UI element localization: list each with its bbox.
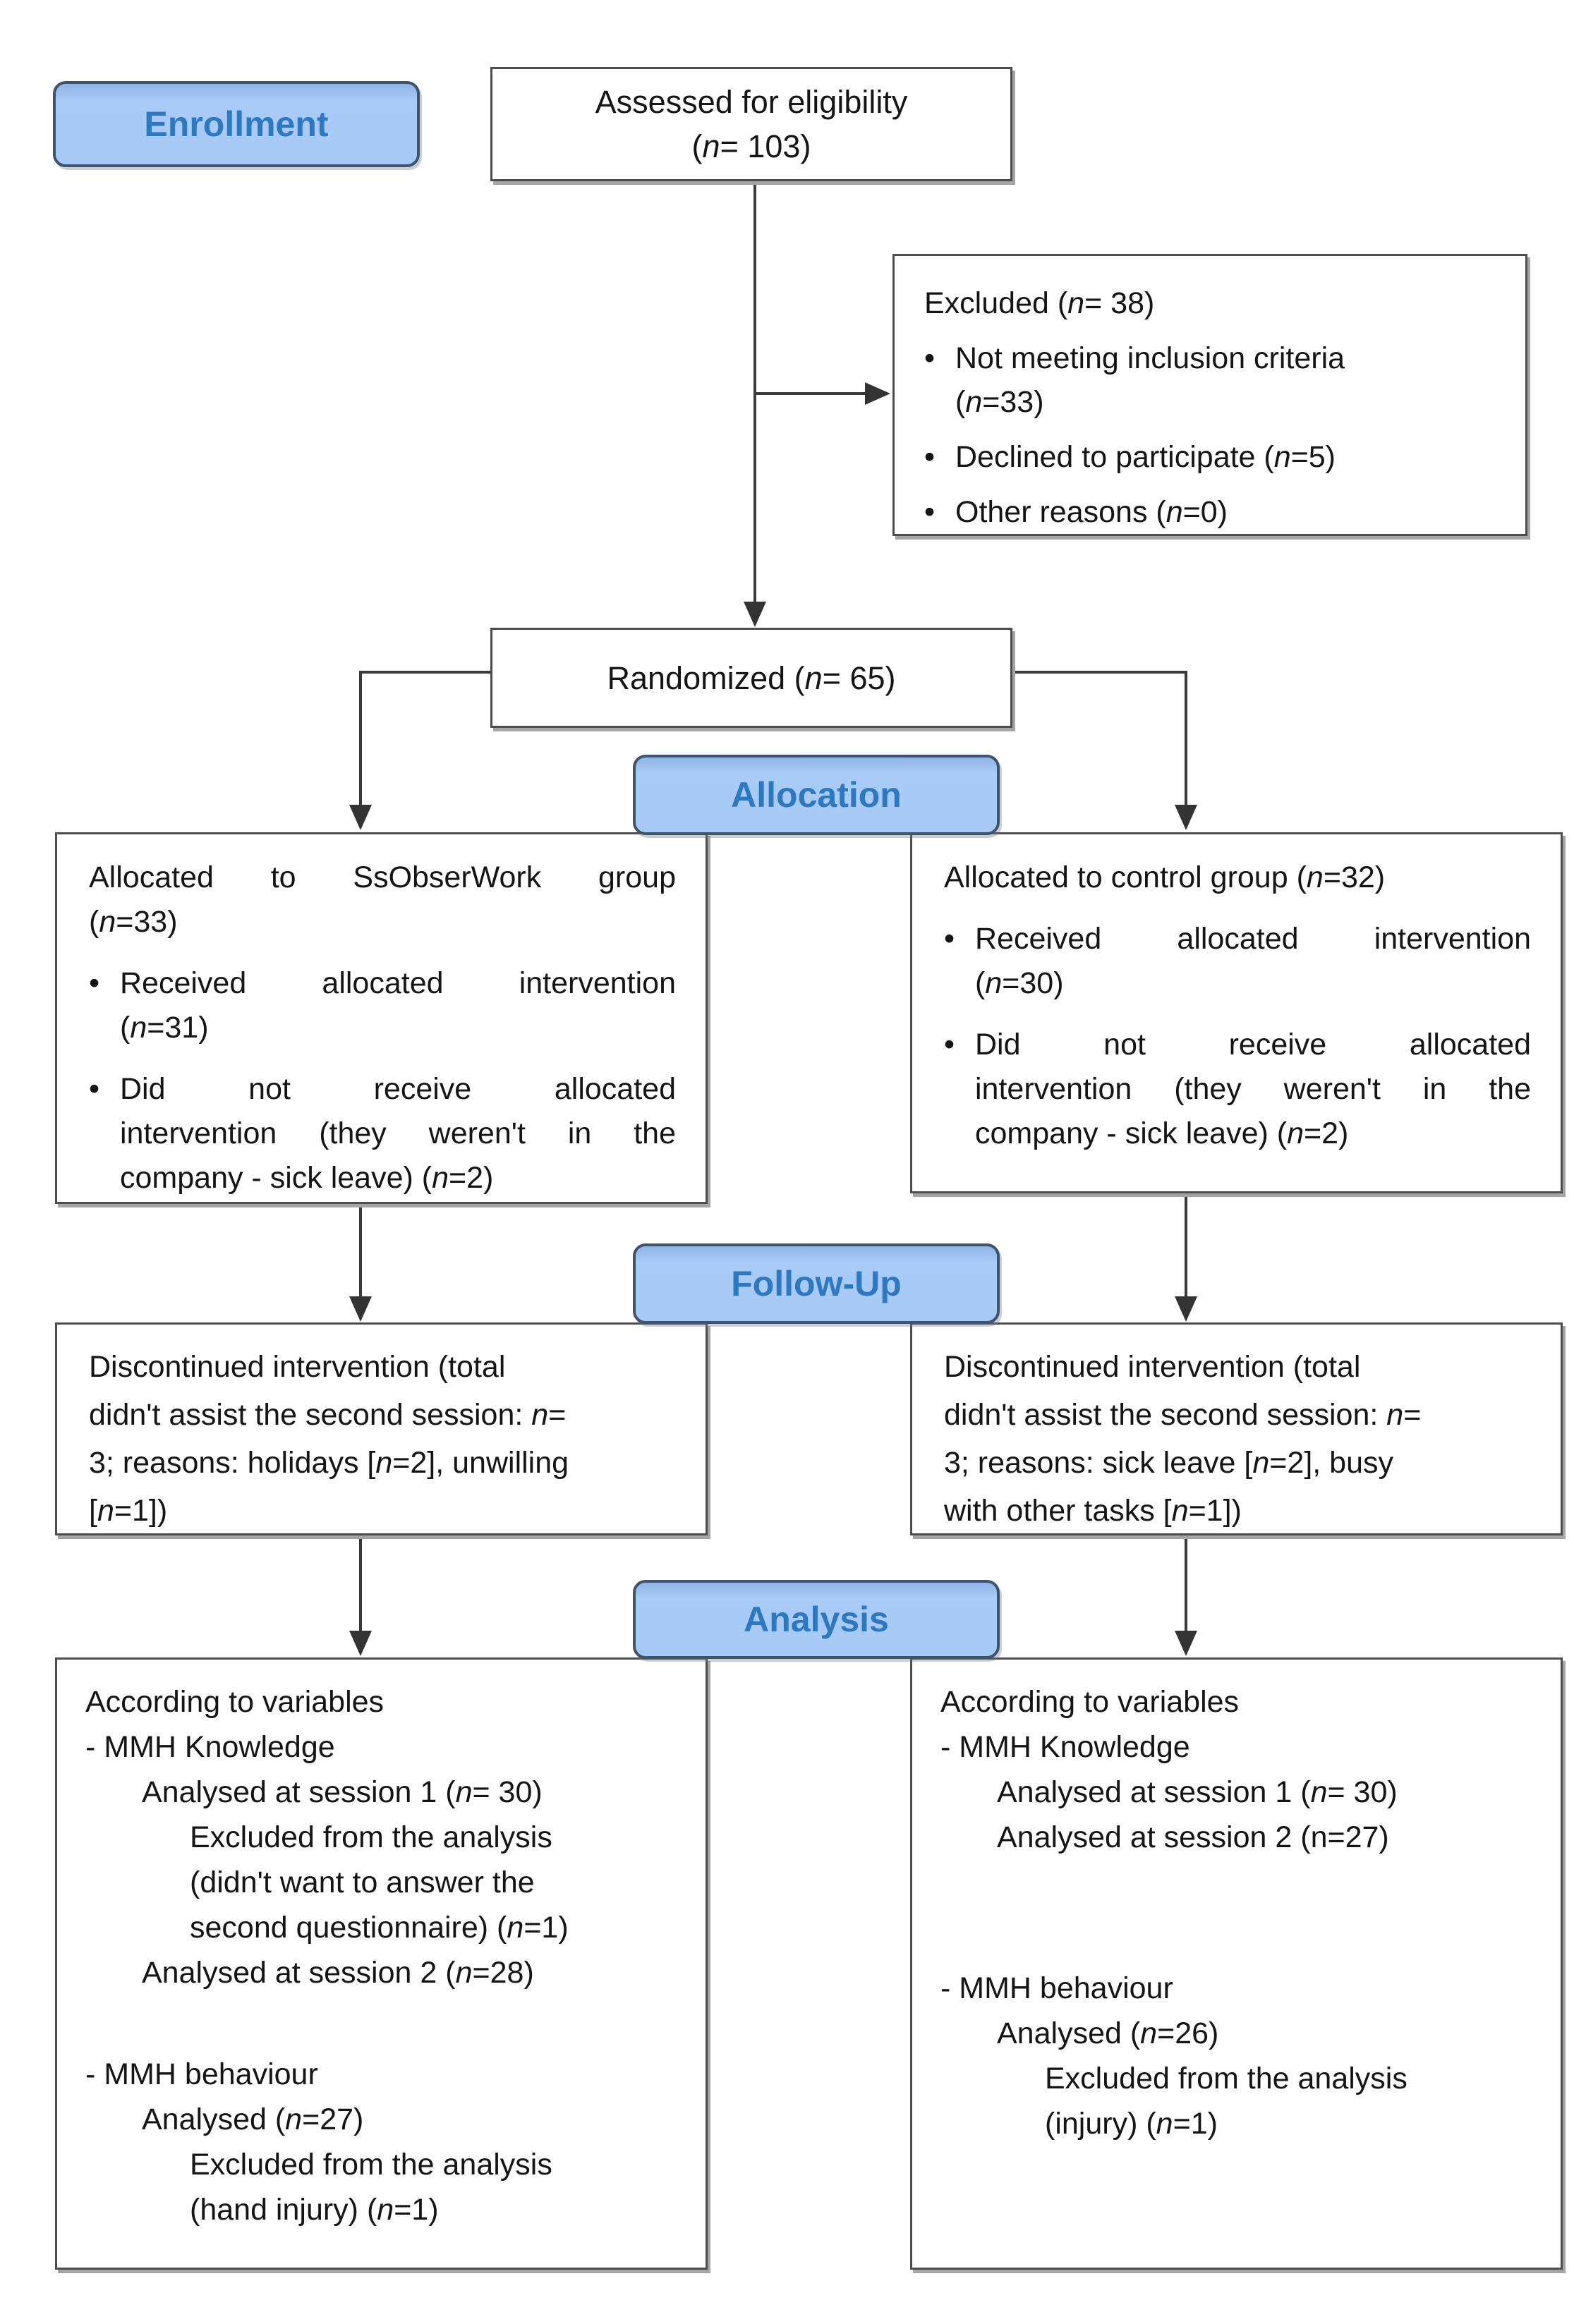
stage-badge-label: Analysis [744, 1600, 889, 1639]
connector-alloc-followup-right [1185, 1193, 1187, 1297]
text-line: - MMH behaviour [85, 2057, 318, 2091]
text-line: Did not receive allocated [120, 1072, 676, 1106]
text-line: 3; reasons: holidays [n=2], unwilling [89, 1446, 569, 1480]
arrowhead-into-alloc-left [349, 805, 372, 830]
followup-ssobserwork-box: Discontinued intervention (total didn't … [55, 1322, 708, 1535]
bullet-icon: • [924, 495, 936, 529]
arrowhead-into-alloc-right [1175, 805, 1197, 830]
stage-badge-label: Enrollment [144, 104, 329, 144]
text-line: second questionnaire) (n=1) [190, 1911, 569, 1945]
text-line: didn't assist the second session: n= [944, 1398, 1422, 1432]
spacer [85, 1995, 680, 2052]
followup-control-box: Discontinued intervention (total didn't … [910, 1322, 1563, 1535]
text-line: Analysed at session 2 (n=27) [997, 1820, 1389, 1854]
text-line: Analysed (n=27) [142, 2103, 364, 2136]
stage-badge-followup: Follow-Up [633, 1243, 1000, 1324]
text-line: Analysed (n=26) [997, 2016, 1219, 2050]
connector-randomized-left-drop [359, 671, 362, 806]
text-line: Excluded from the analysis [190, 2148, 552, 2182]
connector-randomized-right-drop [1185, 671, 1187, 806]
text-line: - MMH Knowledge [85, 1730, 335, 1764]
text-line: (didn't want to answer the [190, 1866, 535, 1899]
assessed-box: Assessed for eligibility (n= 103) [490, 67, 1012, 181]
text-line: Allocated to SsObserWork group [89, 860, 676, 894]
text-line: intervention (they weren't in the [975, 1072, 1531, 1106]
text-line: Excluded (n= 38) [924, 286, 1155, 320]
bullet-icon: • [89, 1072, 100, 1106]
analysis-ssobserwork-box: According to variables - MMH Knowledge A… [55, 1657, 708, 2270]
allocation-ssobserwork-box: Allocated to SsObserWork group (n=33) • … [55, 832, 708, 1204]
text-line: Discontinued intervention (total [944, 1350, 1361, 1384]
bullet-icon: • [89, 966, 100, 1000]
arrowhead-into-analysis-left [349, 1631, 372, 1656]
connector-followup-analysis-left [359, 1535, 362, 1631]
spacer [940, 1860, 1535, 1966]
text-line: - MMH behaviour [940, 1971, 1173, 2005]
bullet-icon: • [944, 922, 955, 956]
text-line: (hand injury) (n=1) [190, 2193, 439, 2227]
text-line: Randomized (n= 65) [607, 659, 896, 696]
text-line: (injury) (n=1) [1045, 2107, 1218, 2141]
arrowhead-into-excluded [865, 382, 890, 405]
stage-badge-label: Follow-Up [731, 1264, 902, 1303]
excluded-bullet-other: • Other reasons (n=0) [924, 490, 1497, 534]
stage-badge-label: Allocation [731, 775, 902, 815]
text-line: Assessed for eligibility [595, 84, 908, 120]
text-line: Did not receive allocated [975, 1028, 1531, 1061]
text-line: According to variables [85, 1685, 385, 1719]
text-line: company - sick leave) (n=2) [120, 1161, 494, 1195]
excluded-bullet-declined: • Declined to participate (n=5) [924, 435, 1497, 479]
arrowhead-into-randomized [744, 602, 766, 627]
text-line: (n=31) [120, 1011, 209, 1045]
analysis-control-box: According to variables - MMH Knowledge A… [910, 1657, 1563, 2270]
alloc-bullet-not-received: • Did not receive allocated intervention… [89, 1067, 676, 1200]
text-line: Analysed at session 2 (n=28) [142, 1956, 534, 1990]
bullet-icon: • [924, 440, 936, 474]
text-line: Other reasons (n=0) [955, 495, 1228, 529]
text-line: with other tasks [n=1]) [944, 1494, 1242, 1528]
text-line: Analysed at session 1 (n= 30) [142, 1775, 543, 1809]
text-line: - MMH Knowledge [940, 1730, 1190, 1764]
text-line: (n=33) [89, 905, 178, 939]
bullet-icon: • [924, 341, 936, 375]
text-line: Discontinued intervention (total [89, 1350, 506, 1384]
stage-badge-analysis: Analysis [633, 1580, 1000, 1659]
connector-randomized-left-stub [359, 671, 490, 674]
text-line: Received allocated intervention [120, 966, 676, 1000]
bullet-icon: • [944, 1028, 955, 1061]
arrowhead-into-followup-left [349, 1296, 372, 1322]
stage-badge-allocation: Allocation [633, 755, 1000, 835]
text-line: (n= 103) [691, 128, 811, 164]
arrowhead-into-followup-right [1175, 1296, 1197, 1322]
alloc-bullet-not-received: • Did not receive allocated intervention… [944, 1023, 1531, 1156]
arrowhead-into-analysis-right [1175, 1631, 1197, 1656]
text-line: (n=30) [975, 966, 1064, 1000]
text-line: company - sick leave) (n=2) [975, 1117, 1349, 1150]
excluded-box: Excluded (n= 38) • Not meeting inclusion… [892, 254, 1527, 536]
alloc-bullet-received: • Received allocated intervention (n=30) [944, 917, 1531, 1006]
text-line: Received allocated intervention [975, 922, 1531, 956]
text-line: Excluded from the analysis [190, 1820, 552, 1854]
text-line: [n=1]) [89, 1494, 168, 1528]
text-line: Analysed at session 1 (n= 30) [997, 1775, 1398, 1809]
allocation-control-box: Allocated to control group (n=32) • Rece… [910, 832, 1563, 1193]
text-line: Declined to participate (n=5) [955, 440, 1336, 474]
text-line: Allocated to control group (n=32) [944, 860, 1386, 894]
text-line: intervention (they weren't in the [120, 1117, 676, 1150]
text-line: didn't assist the second session: n= [89, 1398, 567, 1432]
text-line: Excluded from the analysis [1045, 2062, 1407, 2095]
text-line: Not meeting inclusion criteria [955, 341, 1345, 375]
connector-followup-analysis-right [1185, 1535, 1187, 1631]
connector-branch-excluded [755, 392, 866, 395]
excluded-bullet-not-meeting: • Not meeting inclusion criteria (n=33) [924, 336, 1497, 424]
connector-randomized-right-stub [1014, 671, 1187, 674]
stage-badge-enrollment: Enrollment [53, 81, 420, 167]
connector-alloc-followup-left [359, 1204, 362, 1297]
text-line: (n=33) [955, 385, 1044, 419]
text-line: According to variables [940, 1685, 1240, 1719]
alloc-bullet-received: • Received allocated intervention (n=31) [89, 961, 676, 1050]
randomized-box: Randomized (n= 65) [490, 628, 1012, 728]
text-line: 3; reasons: sick leave [n=2], busy [944, 1446, 1393, 1480]
